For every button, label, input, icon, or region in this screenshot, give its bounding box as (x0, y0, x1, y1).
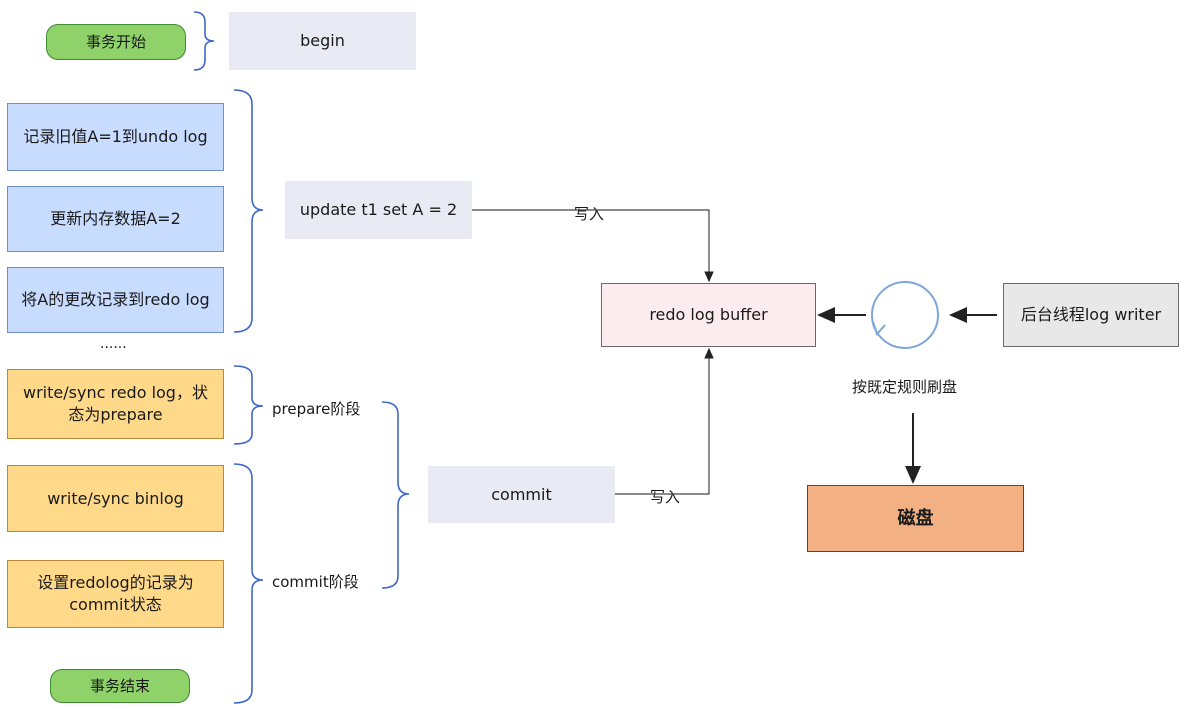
update-statement-box: update t1 set A = 2 (285, 181, 472, 239)
commit-state-step: 设置redolog的记录为commit状态 (7, 560, 224, 628)
undo-log-step-label: 记录旧值A=1到undo log (23, 127, 208, 146)
commit-state-step-label: 设置redolog的记录为commit状态 (37, 573, 194, 614)
begin-brace (193, 11, 215, 71)
tx-start-label: 事务开始 (85, 33, 146, 51)
tx-end-label: 事务结束 (89, 677, 150, 695)
begin-label: begin (300, 31, 345, 50)
update-statement-label: update t1 set A = 2 (299, 200, 458, 219)
commit-label: commit (491, 484, 552, 504)
disk-box: 磁盘 (807, 485, 1024, 552)
tx-end-node: 事务结束 (50, 669, 190, 703)
prepare-step: write/sync redo log，状态为prepare (7, 369, 224, 439)
log-writer-box: 后台线程log writer (1003, 283, 1179, 347)
log-writer-label: 后台线程log writer (1020, 305, 1162, 324)
commit-box: commit (428, 466, 615, 523)
write-label-commit: 写入 (648, 486, 683, 507)
commit-phase-label: commit阶段 (272, 573, 359, 591)
undo-log-step: 记录旧值A=1到undo log (7, 103, 224, 171)
flush-rule-label: 按既定规则刷盘 (852, 378, 958, 396)
flush-cycle-icon (871, 281, 939, 349)
commit-group-brace (381, 401, 410, 589)
tx-start-node: 事务开始 (46, 24, 186, 60)
begin-box: begin (229, 12, 416, 70)
memory-update-step-label: 更新内存数据A=2 (50, 209, 181, 228)
memory-update-step: 更新内存数据A=2 (7, 186, 224, 252)
update-to-buffer-connector (472, 209, 714, 283)
commit-phase-brace (233, 463, 264, 704)
prepare-phase-label: prepare阶段 (272, 400, 361, 418)
redo-record-step-label: 将A的更改记录到redo log (21, 290, 210, 309)
flush-cycle-arrowhead (872, 321, 886, 336)
redo-log-buffer-label: redo log buffer (649, 305, 768, 324)
binlog-step-label: write/sync binlog (47, 488, 184, 508)
binlog-step: write/sync binlog (7, 465, 224, 532)
prepare-phase-brace (233, 365, 264, 445)
ellipsis: ...... (100, 336, 127, 352)
update-brace (233, 89, 264, 333)
redo-record-step: 将A的更改记录到redo log (7, 267, 224, 333)
commit-to-buffer-connector (615, 347, 714, 495)
disk-label: 磁盘 (897, 507, 934, 529)
prepare-step-label: write/sync redo log，状态为prepare (23, 383, 208, 424)
redo-log-buffer: redo log buffer (601, 283, 816, 347)
